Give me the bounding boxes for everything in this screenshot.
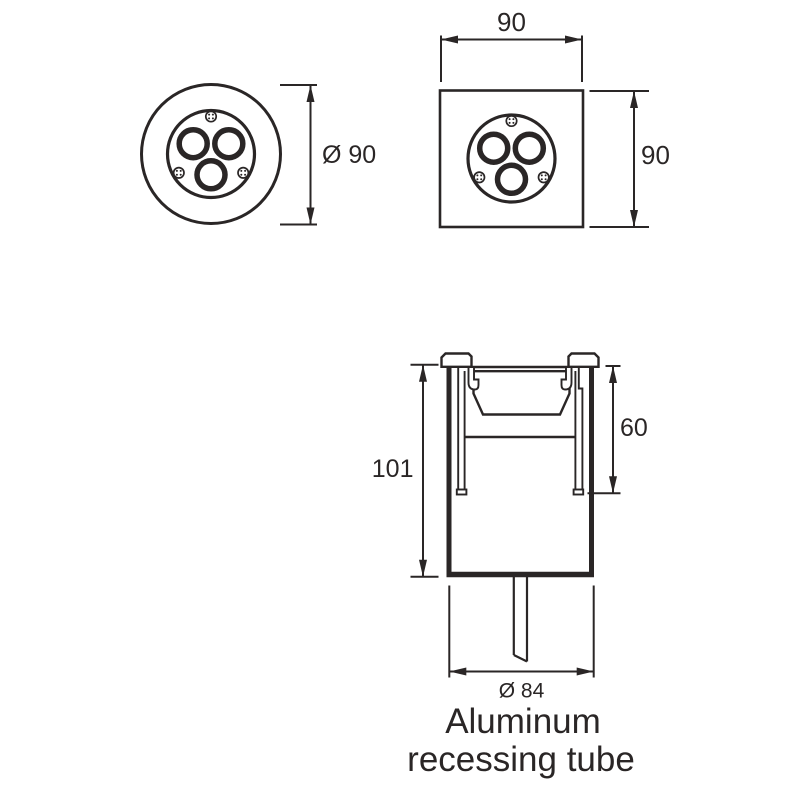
caption: Aluminum recessing tube <box>407 702 635 779</box>
right-flange-cap <box>567 352 600 368</box>
square-front-view: 90 90 <box>438 7 670 229</box>
screw <box>204 110 218 123</box>
dimension-label-84: Ø 84 <box>499 680 545 703</box>
square-height-dimension: 90 <box>589 90 670 228</box>
led-ring <box>476 131 511 165</box>
screw <box>473 171 486 184</box>
left-clip <box>467 368 480 391</box>
left-flange-cap <box>440 352 473 368</box>
screw <box>237 166 250 179</box>
section-view: 101 60 Ø 84 <box>372 352 648 703</box>
round-diameter-dimension: Ø 90 <box>280 84 376 226</box>
screw <box>172 166 185 179</box>
round-front-view: Ø 90 <box>140 83 376 226</box>
dimension-label-101: 101 <box>372 455 414 483</box>
dimension-label-width-90: 90 <box>497 7 526 37</box>
section-height-dimension: 101 <box>372 363 439 578</box>
screw <box>537 171 550 184</box>
led-ring <box>512 131 547 165</box>
square-width-dimension: 90 <box>440 7 583 82</box>
lamp-bucket <box>472 371 571 416</box>
caption-line-2: recessing tube <box>407 740 635 779</box>
square-bezel <box>438 89 585 229</box>
led-ring <box>176 126 210 161</box>
led-ring <box>194 158 228 192</box>
caption-line-1: Aluminum <box>445 702 601 741</box>
right-leg-outer <box>577 368 584 490</box>
dimension-label-height-90: 90 <box>641 140 670 170</box>
led-ring <box>494 162 529 197</box>
screw <box>505 114 518 128</box>
led-ring <box>212 126 246 161</box>
left-leg-foot <box>455 488 468 496</box>
cable-tip <box>513 654 528 663</box>
dimension-label-diameter-90: Ø 90 <box>322 141 376 169</box>
right-clip <box>560 368 573 391</box>
dimension-label-60: 60 <box>620 414 648 442</box>
tube-diameter-dimension: Ø 84 <box>448 585 595 703</box>
right-leg-foot <box>572 488 585 496</box>
round-bezel-circle <box>140 83 282 225</box>
recess-depth-dimension: 60 <box>587 365 648 495</box>
